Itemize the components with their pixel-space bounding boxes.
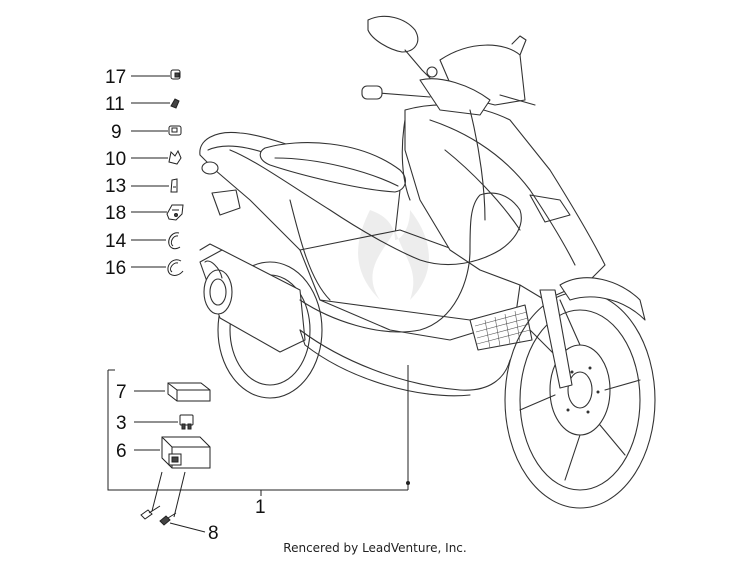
rear-indicator <box>201 161 219 175</box>
headlight-cowl <box>419 78 491 116</box>
part-8-screw-a <box>140 505 161 520</box>
seat <box>259 142 406 193</box>
tail-light <box>211 189 241 216</box>
callout-7[interactable]: 7 <box>116 382 127 403</box>
part-9-clip <box>168 125 182 136</box>
left-grip <box>361 85 383 100</box>
callout-18[interactable]: 18 <box>105 203 126 224</box>
callout-17[interactable]: 17 <box>105 67 126 88</box>
leader-8 <box>169 522 206 533</box>
watermark-logo <box>358 210 429 300</box>
group-bracket <box>107 370 408 491</box>
callout-16[interactable]: 16 <box>105 258 126 279</box>
callout-1[interactable]: 1 <box>255 497 266 518</box>
part-16-ring-clamp <box>167 259 184 276</box>
part-14-ring-clamp <box>168 232 181 250</box>
part-8-screw-b <box>159 512 177 526</box>
front-fork <box>539 289 573 389</box>
harness-point <box>406 481 410 485</box>
callout-11[interactable]: 11 <box>105 94 125 115</box>
callout-13[interactable]: 13 <box>105 176 126 197</box>
callout-14[interactable]: 14 <box>105 231 127 252</box>
callout-8[interactable]: 8 <box>208 523 219 544</box>
leader-screw-b <box>173 471 186 518</box>
underbody <box>299 329 511 391</box>
front-grille <box>469 304 533 351</box>
mirror <box>367 15 419 53</box>
front-fender <box>559 277 646 321</box>
part-11-clip <box>170 98 180 109</box>
callout-10[interactable]: 10 <box>105 149 126 170</box>
leader-screw-a <box>151 471 163 512</box>
wiring-harness <box>229 149 522 333</box>
part-10-clip <box>168 149 182 165</box>
callout-6[interactable]: 6 <box>116 441 127 462</box>
part-18-connector <box>166 204 184 221</box>
part-13-clip <box>170 178 178 193</box>
scooter-illustration <box>199 15 656 509</box>
part-3-fuse <box>179 414 194 430</box>
rear-wheel <box>217 261 323 399</box>
part-6-fuse-holder <box>161 436 211 469</box>
rear-body <box>199 131 401 271</box>
callout-9[interactable]: 9 <box>111 122 122 143</box>
part-7-fuse-cover <box>167 382 211 402</box>
callout-3[interactable]: 3 <box>116 413 127 434</box>
credit-text: Rencered by LeadVenture, Inc. <box>283 541 467 555</box>
part-17-clip <box>170 69 181 80</box>
